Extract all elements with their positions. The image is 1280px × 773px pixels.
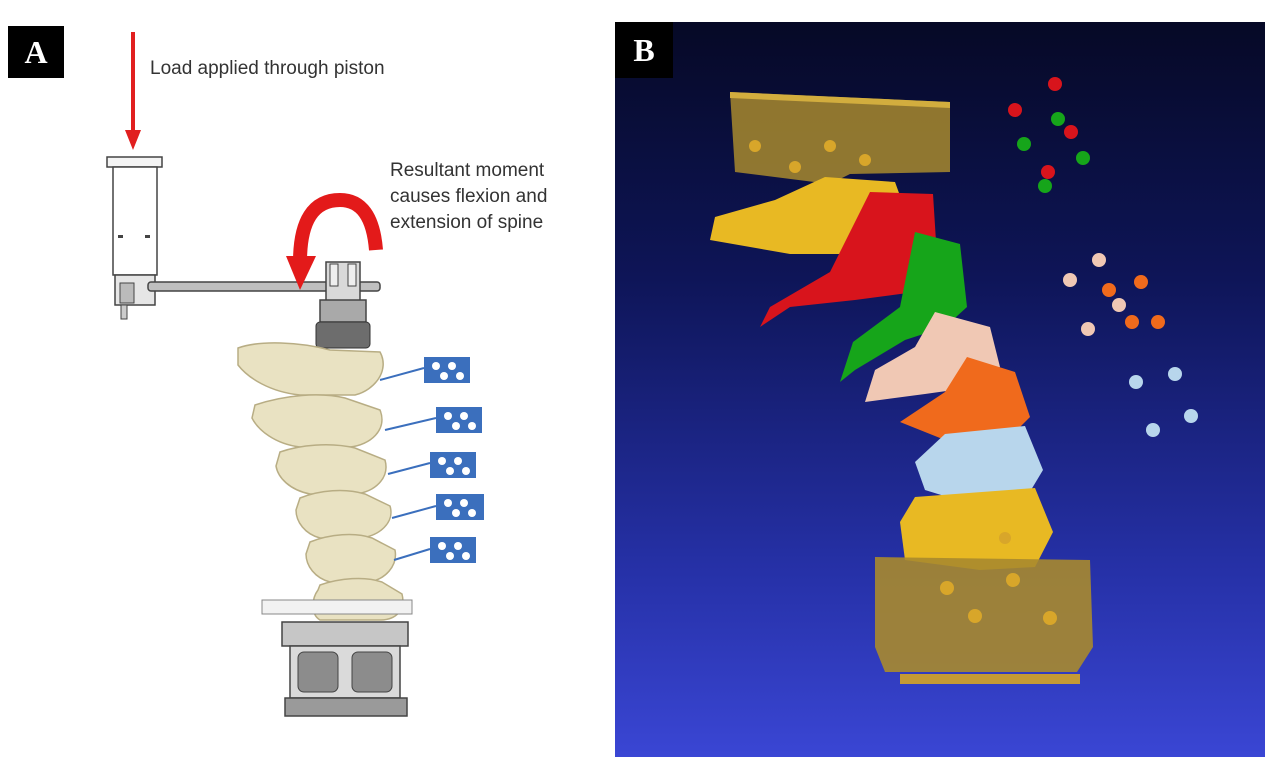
marker-spheres-lower <box>1129 367 1198 437</box>
clamp-fixture <box>315 261 371 349</box>
moment-annotation-line-1: Resultant moment <box>390 160 545 181</box>
moment-annotation-line-3: extension of spine <box>390 212 544 233</box>
marker-plates <box>379 357 484 563</box>
test-rig-diagram <box>106 32 484 717</box>
marker-spheres-middle <box>1063 253 1165 336</box>
marker-spheres-top <box>1008 77 1090 193</box>
cervical-spine-specimen <box>237 342 404 621</box>
panel-label-b: B <box>615 22 673 78</box>
panel-a: A Load applied through piston Resultant … <box>0 0 600 773</box>
top-fixture <box>730 92 950 184</box>
load-annotation: Load applied through piston <box>150 58 385 79</box>
load-arrow-icon <box>125 32 141 150</box>
moment-arrow-icon <box>286 192 383 290</box>
ct-reconstruction-view <box>710 77 1198 684</box>
moment-annotation-line-2: causes flexion and <box>390 186 548 207</box>
piston <box>106 156 163 320</box>
bottom-fixture <box>875 532 1093 684</box>
moment-annotation: Resultant moment causes flexion and exte… <box>390 158 547 236</box>
panel-label-a: A <box>8 26 64 78</box>
base-fixture <box>261 599 413 717</box>
panel-b: B <box>615 22 1265 757</box>
lever-arm <box>147 281 381 292</box>
vertebrae <box>710 177 1053 570</box>
